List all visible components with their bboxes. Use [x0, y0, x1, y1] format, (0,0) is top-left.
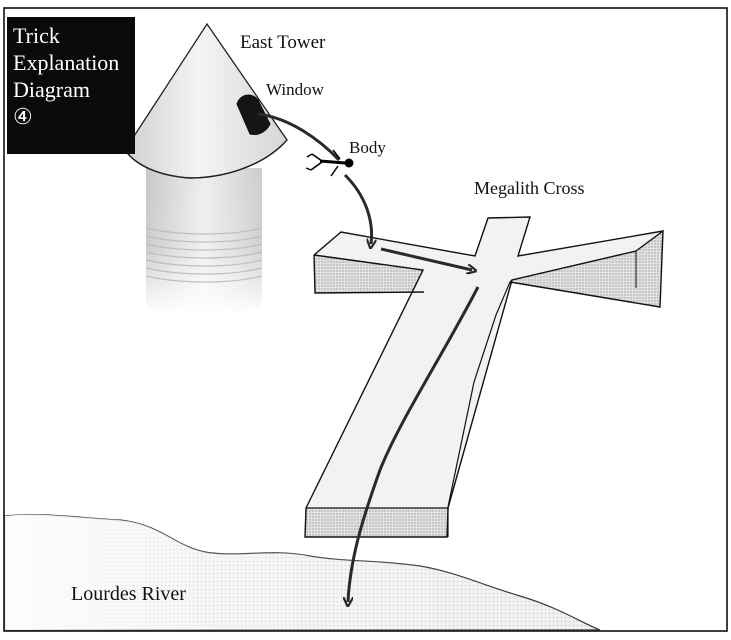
lourdes-river-label: Lourdes River	[71, 583, 186, 605]
title-line-3: Diagram	[13, 77, 90, 102]
body-label: Body	[349, 138, 386, 157]
east-tower	[124, 22, 288, 315]
body-figure-icon	[305, 149, 354, 177]
east-tower-label: East Tower	[240, 32, 326, 53]
title-number: ④	[13, 104, 33, 129]
title-box: Trick Explanation Diagram ④	[7, 17, 135, 154]
window-icon	[236, 94, 271, 135]
megalith-cross-label: Megalith Cross	[474, 178, 585, 198]
title-line-2: Explanation	[13, 50, 120, 75]
title-line-1: Trick	[13, 23, 60, 48]
path-cross-to-river	[348, 286, 480, 602]
path-along-cross-arm	[380, 247, 472, 270]
path-window-to-body	[257, 112, 341, 162]
river-area	[4, 514, 601, 631]
path-body-to-cross	[343, 173, 372, 244]
window-label: Window	[266, 80, 324, 99]
trajectory-arrows	[257, 112, 480, 602]
